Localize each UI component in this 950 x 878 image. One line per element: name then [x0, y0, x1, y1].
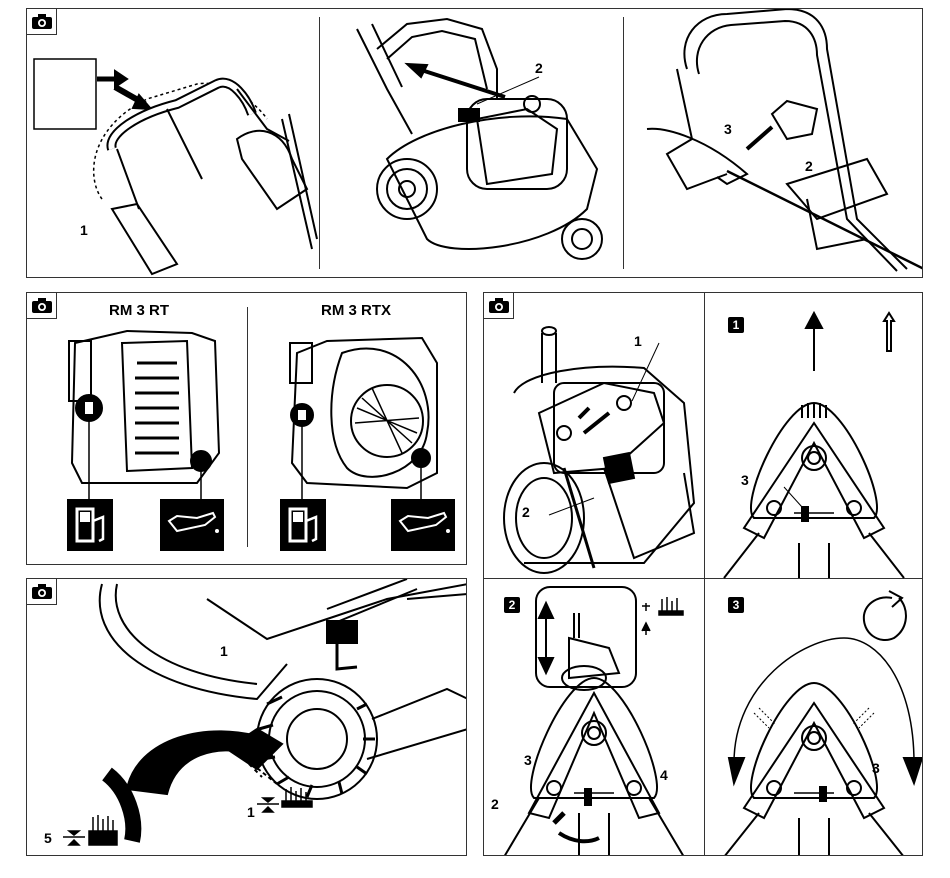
- callout-3: 3: [872, 761, 880, 775]
- callout-2: 2: [522, 505, 530, 519]
- callout-3: 3: [724, 122, 732, 136]
- callout-1: 1: [220, 644, 228, 658]
- panel-cutting-height: 1 1 5: [26, 578, 467, 856]
- callout-5: 5: [44, 831, 52, 845]
- callout-2: 2: [491, 797, 499, 811]
- oil-can-icon: [391, 499, 455, 551]
- handle-assembly-illustration: [27, 9, 923, 278]
- oil-can-icon: [160, 499, 224, 551]
- panel-handle-assembly: 1 2 3 2: [26, 8, 923, 278]
- fuel-tank-icon: [67, 499, 113, 551]
- fuel-tank-icon: [280, 499, 326, 551]
- callout-1: 1: [247, 805, 255, 819]
- engine-illustration: [27, 293, 467, 565]
- callout-3: 3: [524, 753, 532, 767]
- callout-2: 2: [805, 159, 813, 173]
- callout-2: 2: [535, 61, 543, 75]
- callout-3: 3: [741, 473, 749, 487]
- callout-1: 1: [634, 334, 642, 348]
- callout-4: 4: [660, 768, 668, 782]
- height-lever-illustration: [484, 293, 923, 856]
- callout-1: 1: [80, 223, 88, 237]
- panel-height-lever: 1 2 3: [483, 292, 923, 856]
- panel-engine-models: RM 3 RT RM 3 RTX: [26, 292, 467, 565]
